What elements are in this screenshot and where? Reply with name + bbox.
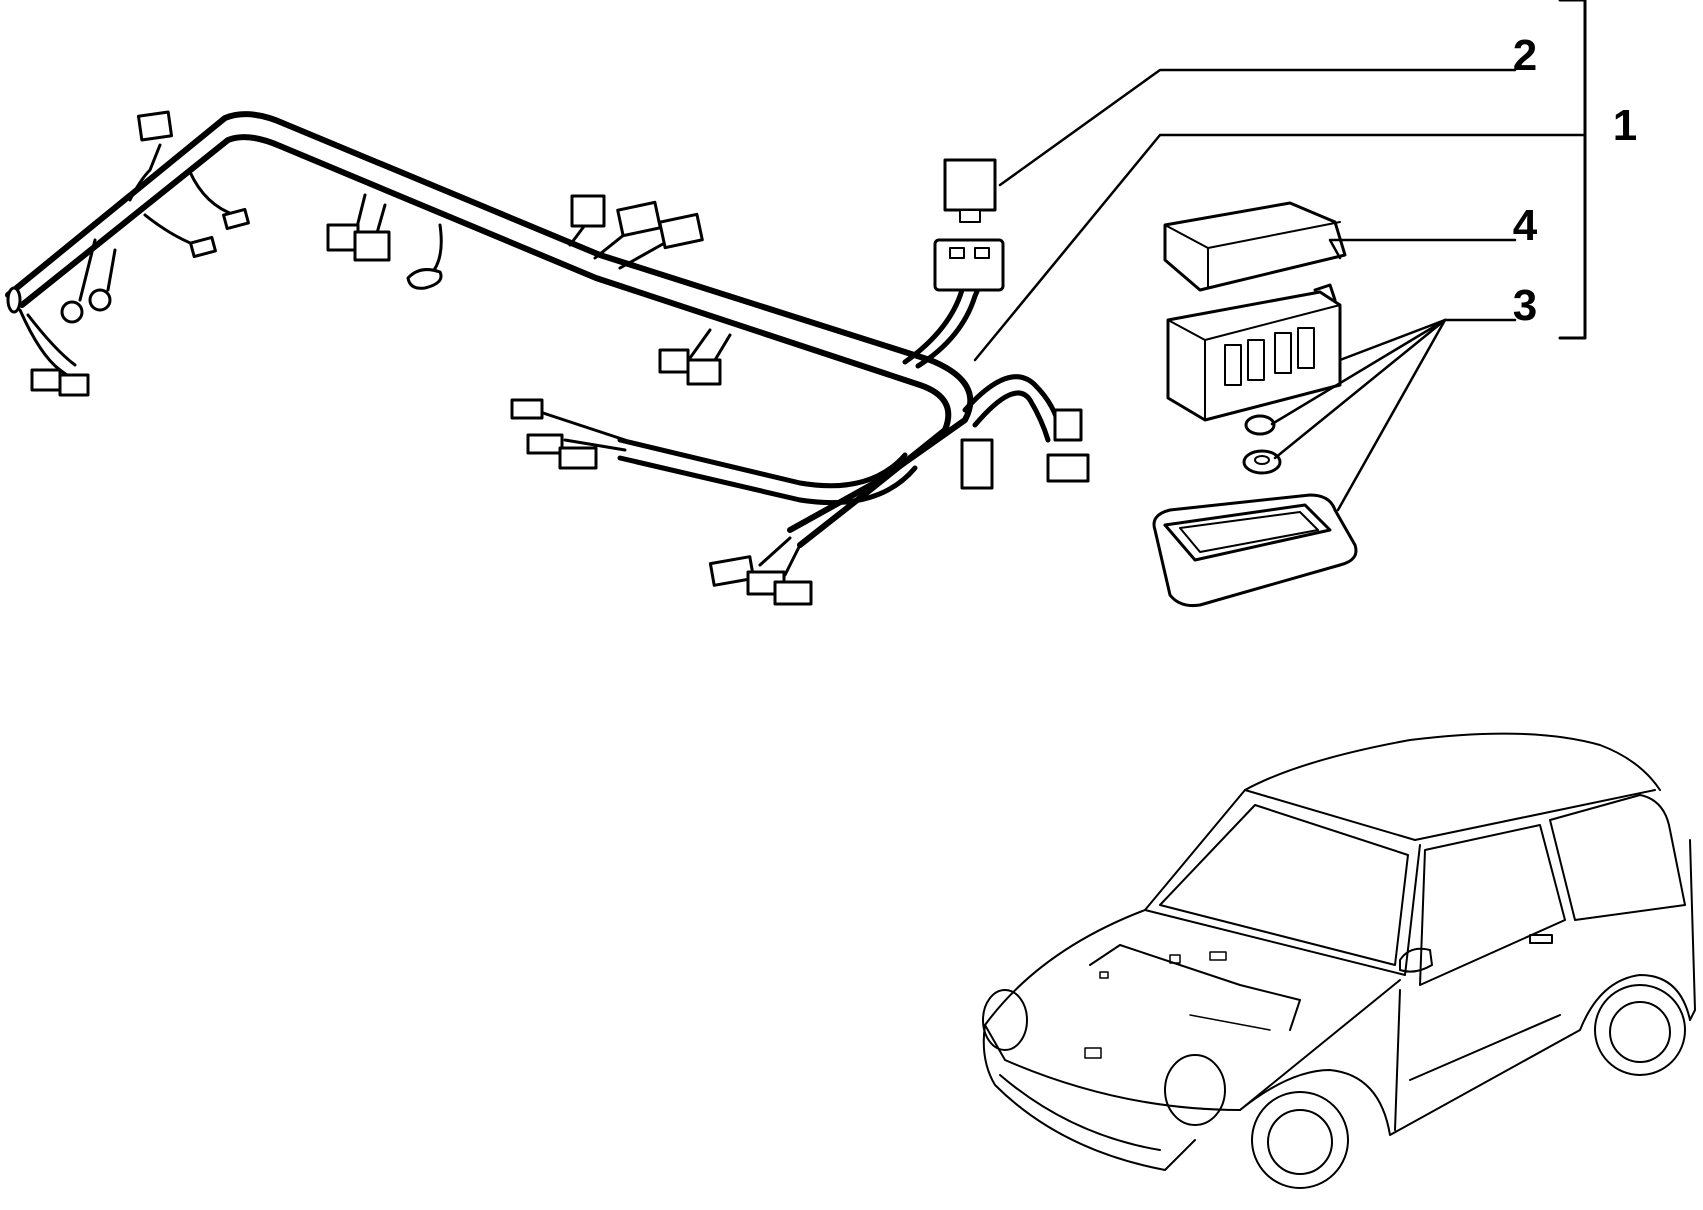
fuse-box-body (1166, 283, 1342, 422)
callout-4: 4 (1513, 201, 1538, 250)
harness-right-connectors (960, 408, 1090, 490)
callout-1: 1 (1613, 101, 1637, 150)
harness-top-connectors (568, 194, 704, 270)
fuse-box-cover (1163, 201, 1347, 292)
wiring-harness (5, 110, 1090, 606)
harness-lowerleft-connectors (510, 398, 627, 470)
harness-center-connectors (658, 328, 732, 386)
group-bracket (1558, 0, 1587, 340)
callout-labels: 2 1 4 3 (1513, 31, 1637, 330)
harness-right-loop (962, 374, 1063, 443)
harness-bottom-connectors (708, 536, 813, 606)
harness-left-wires (18, 110, 250, 397)
harness-lower-run (617, 437, 918, 505)
relay (933, 158, 1005, 292)
callout-3: 3 (1513, 281, 1537, 330)
leader-lines (973, 68, 1587, 512)
callout-2: 2 (1513, 31, 1537, 80)
harness-midleft-connectors (326, 193, 443, 290)
harness-main-trunk (5, 111, 974, 548)
car-outline (982, 732, 1696, 1189)
fuse-box-base-tray (1152, 493, 1358, 607)
fuse-box-nuts (1242, 414, 1282, 475)
